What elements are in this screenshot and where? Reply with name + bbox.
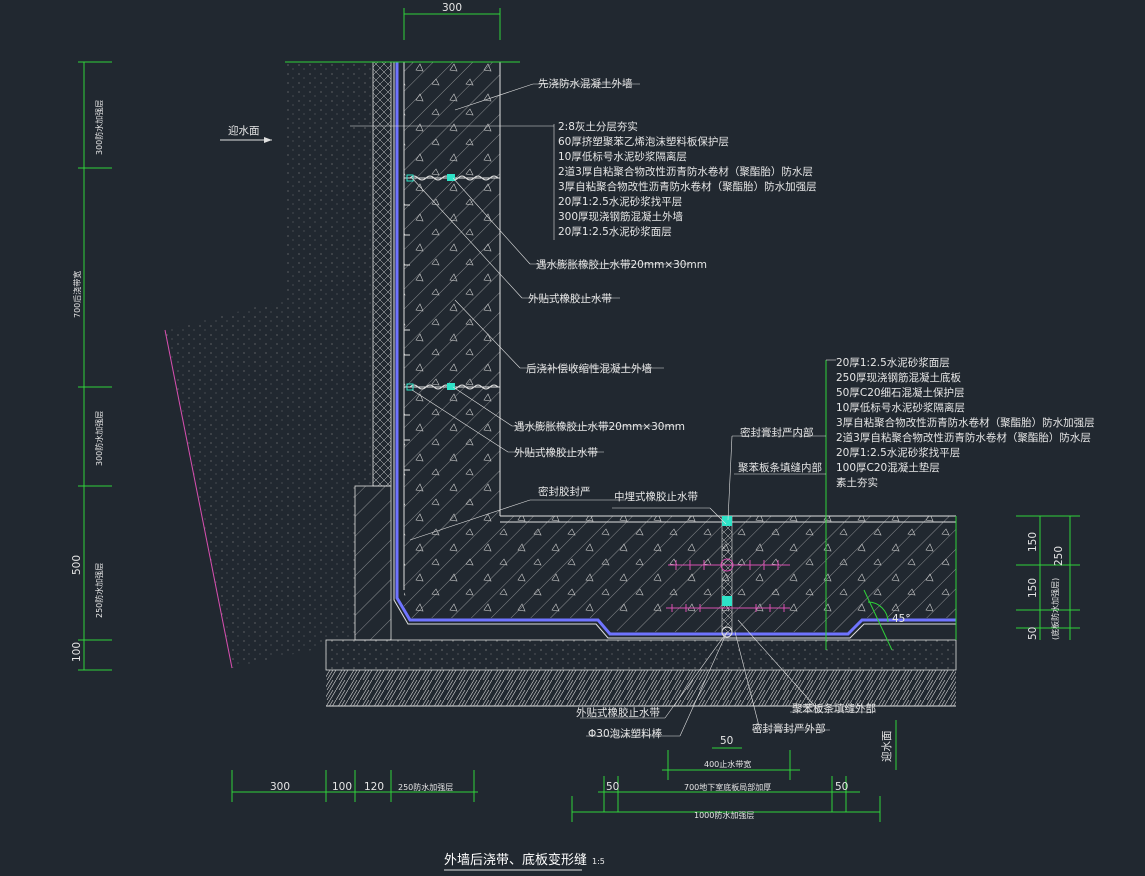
slab-layer-9: 素土夯实 bbox=[836, 476, 878, 489]
wall-layer-5: 3厚自粘聚合物改性沥青防水卷材（聚酯胎）防水加强层 bbox=[558, 180, 817, 193]
wall-layer-4: 2道3厚自粘聚合物改性沥青防水卷材（聚酯胎）防水层 bbox=[558, 165, 813, 178]
dim-right-250: 250 bbox=[1053, 546, 1065, 566]
label-mid-waterstop: 中埋式橡胶止水带 bbox=[614, 490, 698, 503]
slab-layer-5: 3厚自粘聚合物改性沥青防水卷材（聚酯胎）防水加强层 bbox=[836, 416, 1095, 429]
wall-layer-1: 2:8灰土分层夯实 bbox=[558, 120, 638, 133]
label-swell-stop-2: 遇水膨胀橡胶止水带20mm×30mm bbox=[514, 420, 685, 433]
slab-layer-list: 20厚1:2.5水泥砂浆面层 250厚现浇钢筋混凝土底板 50厚C20细石混凝土… bbox=[836, 356, 1095, 489]
dim-left-300b: 300防水加强层 bbox=[94, 411, 104, 466]
label-slab-attach-stop: 外贴式橡胶止水带 bbox=[576, 706, 660, 719]
dim-bottom-100: 100 bbox=[332, 781, 352, 793]
label-board-outer: 聚苯板条填缝外部 bbox=[792, 702, 876, 715]
dim-left-250: 250防水加强层 bbox=[94, 563, 104, 618]
dim-bottom-400: 400止水带宽 bbox=[704, 759, 751, 769]
slab-layer-6: 2道3厚自粘聚合物改性沥青防水卷材（聚酯胎）防水层 bbox=[836, 431, 1091, 444]
dim-bottom-50b: 50 bbox=[606, 781, 619, 793]
label-swell-stop-1: 遇水膨胀橡胶止水带20mm×30mm bbox=[536, 258, 707, 271]
wall-waterstop-2 bbox=[406, 383, 499, 391]
slab-layer-2: 250厚现浇钢筋混凝土底板 bbox=[836, 371, 962, 384]
dim-left-700: 700后浇带宽 bbox=[72, 271, 82, 318]
wall-layer-7: 300厚现浇钢筋混凝土外墙 bbox=[558, 210, 684, 223]
slab-concrete bbox=[404, 515, 956, 632]
dim-bottom-700: 700地下室底板局部加厚 bbox=[684, 782, 771, 792]
wall-layer-8: 20厚1:2.5水泥砂浆面层 bbox=[558, 225, 672, 238]
dim-bottom-120: 120 bbox=[364, 781, 384, 793]
label-pre-cast-wall: 先浇防水混凝土外墙 bbox=[538, 77, 633, 90]
dim-left-300: 300防水加强层 bbox=[94, 100, 104, 155]
dim-right-extra: (底板防水加强层) bbox=[1050, 578, 1060, 640]
protection-board bbox=[372, 61, 392, 487]
base-footing bbox=[354, 485, 392, 641]
label-post-cast-wall: 后浇补偿收缩性混凝土外墙 bbox=[526, 362, 652, 375]
label-sealant: 密封胶封严 bbox=[538, 485, 591, 498]
slab-layer-8: 100厚C20混凝土垫层 bbox=[836, 461, 940, 474]
label-seal-outer: 密封膏封严外部 bbox=[752, 722, 826, 735]
wall-layer-2: 60厚挤塑聚苯乙烯泡沫塑料板保护层 bbox=[558, 135, 729, 148]
slab-layer-3: 50厚C20细石混凝土保护层 bbox=[836, 386, 965, 399]
cushion-layer bbox=[325, 639, 957, 707]
dim-left-100: 100 bbox=[71, 642, 83, 662]
dim-bottom-250: 250防水加强层 bbox=[398, 782, 453, 792]
dim-bottom-50c: 50 bbox=[835, 781, 848, 793]
dim-bottom-300: 300 bbox=[270, 781, 290, 793]
soil-backfill bbox=[164, 62, 372, 669]
leader-lines bbox=[350, 83, 876, 737]
wall-layer-list: 2:8灰土分层夯实 60厚挤塑聚苯乙烯泡沫塑料板保护层 10厚低标号水泥砂浆隔离… bbox=[558, 120, 817, 238]
dim-left-500: 500 bbox=[71, 555, 83, 575]
wall-waterstop-1 bbox=[406, 174, 499, 182]
drawing-title: 外墙后浇带、底板变形缝 bbox=[444, 852, 587, 868]
slab-layer-4: 10厚低标号水泥砂浆隔离层 bbox=[836, 401, 965, 414]
label-slab-water-face: 迎水面 bbox=[881, 731, 893, 763]
label-angle: 45° bbox=[892, 613, 911, 625]
wall-layer-3: 10厚低标号水泥砂浆隔离层 bbox=[558, 150, 687, 163]
dim-top-wall: 300 bbox=[442, 2, 462, 14]
movement-joint bbox=[666, 515, 790, 638]
waterproof-membrane bbox=[395, 62, 956, 636]
label-seal-inner: 密封膏封严内部 bbox=[740, 426, 814, 439]
label-attach-stop-2: 外贴式橡胶止水带 bbox=[514, 446, 598, 459]
wall-stop-teeth bbox=[404, 204, 410, 471]
drawing-scale: 1:5 bbox=[592, 857, 605, 866]
label-water-face: 迎水面 bbox=[228, 125, 260, 137]
dim-right-150b: 150 bbox=[1027, 578, 1039, 598]
wall-layer-6: 20厚1:2.5水泥砂浆找平层 bbox=[558, 195, 682, 208]
slab-layer-1: 20厚1:2.5水泥砂浆面层 bbox=[836, 356, 950, 369]
dim-bottom-1000: 1000防水加强层 bbox=[694, 810, 754, 820]
label-attach-stop-1: 外贴式橡胶止水带 bbox=[528, 292, 612, 305]
label-foam-rod: Φ30泡沫塑料棒 bbox=[588, 727, 663, 740]
dim-right-150a: 150 bbox=[1027, 532, 1039, 552]
dim-right-50: 50 bbox=[1027, 627, 1039, 640]
water-face-arrow bbox=[220, 137, 272, 143]
label-board-inner: 聚苯板条填缝内部 bbox=[738, 461, 822, 474]
dim-bottom-50a: 50 bbox=[720, 735, 733, 747]
dimension-lines bbox=[78, 8, 1080, 822]
wall-concrete bbox=[403, 62, 501, 590]
slab-layer-7: 20厚1:2.5水泥砂浆找平层 bbox=[836, 446, 960, 459]
